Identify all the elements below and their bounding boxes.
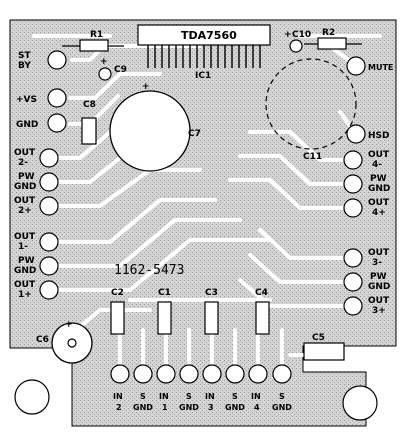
pad-hsd bbox=[346, 124, 366, 144]
r2-label: R2 bbox=[322, 28, 335, 38]
c9-polarity: + bbox=[100, 57, 108, 67]
pad-stby bbox=[47, 50, 67, 70]
c1-body bbox=[157, 301, 172, 335]
c6-label: C6 bbox=[36, 335, 49, 345]
pad-in4 bbox=[248, 364, 268, 384]
pad-pwgnd-b bbox=[39, 256, 59, 276]
pad-in1 bbox=[156, 364, 176, 384]
pad-in3 bbox=[202, 364, 222, 384]
pad-sgnd-a bbox=[133, 364, 153, 384]
r2-body bbox=[317, 37, 347, 50]
pad-mute bbox=[346, 56, 366, 76]
c8-label: C8 bbox=[83, 100, 96, 110]
r1-label: R1 bbox=[90, 30, 103, 40]
c7-polarity: + bbox=[142, 82, 150, 92]
c6-polarity: + bbox=[65, 320, 73, 330]
c11-label: C11 bbox=[303, 152, 322, 162]
c10-pad bbox=[289, 39, 303, 53]
pad-out2p bbox=[39, 196, 59, 216]
pad-sgnd-c bbox=[225, 364, 245, 384]
c2-label: C2 bbox=[111, 288, 124, 298]
pad-out1p bbox=[39, 280, 59, 300]
c8-body bbox=[81, 117, 97, 145]
pad-pwgnd-a bbox=[39, 172, 59, 192]
c7-body bbox=[109, 90, 191, 172]
board-outline bbox=[9, 19, 397, 427]
pad-pwgnd-c bbox=[343, 174, 363, 194]
mounting-hole-right bbox=[342, 385, 378, 421]
c10-label: C10 bbox=[292, 30, 311, 40]
c9-label: C9 bbox=[114, 65, 127, 75]
pad-in2 bbox=[110, 364, 130, 384]
label-gnd: GND bbox=[16, 120, 38, 130]
pad-out4p bbox=[343, 198, 363, 218]
c2-body bbox=[110, 301, 125, 335]
pad-pwgnd-d bbox=[343, 272, 363, 292]
pad-sgnd-d bbox=[272, 364, 292, 384]
c6-pad bbox=[67, 338, 77, 348]
label-vs: +VS bbox=[16, 95, 37, 105]
c9-pad bbox=[98, 67, 112, 81]
label-mute: MUTE bbox=[368, 63, 393, 72]
pad-sgnd-b bbox=[179, 364, 199, 384]
pad-out1m bbox=[39, 232, 59, 252]
c5-label: C5 bbox=[312, 333, 325, 343]
ic1-label: TDA7560 bbox=[181, 29, 237, 42]
pad-out3p bbox=[343, 296, 363, 316]
c11-outline bbox=[265, 58, 357, 150]
r1-body bbox=[79, 39, 109, 52]
c4-label: C4 bbox=[255, 288, 268, 298]
ic1-pins bbox=[147, 45, 261, 68]
c3-body bbox=[204, 301, 219, 335]
label-hsd: HSD bbox=[368, 131, 390, 141]
c4-body bbox=[255, 301, 270, 335]
c10-polarity: + bbox=[284, 30, 292, 40]
pad-gnd bbox=[47, 113, 67, 133]
ic1-designator: IC1 bbox=[195, 71, 211, 81]
pad-out2m bbox=[39, 148, 59, 168]
board-code: 1162-5473 bbox=[114, 263, 184, 278]
c7-label: C7 bbox=[188, 129, 201, 139]
c1-label: C1 bbox=[158, 288, 171, 298]
pad-vs bbox=[47, 88, 67, 108]
pad-out3m bbox=[343, 248, 363, 268]
c5-body bbox=[303, 342, 345, 361]
c3-label: C3 bbox=[205, 288, 218, 298]
mounting-hole-left bbox=[14, 379, 50, 415]
pad-out4m bbox=[343, 150, 363, 170]
